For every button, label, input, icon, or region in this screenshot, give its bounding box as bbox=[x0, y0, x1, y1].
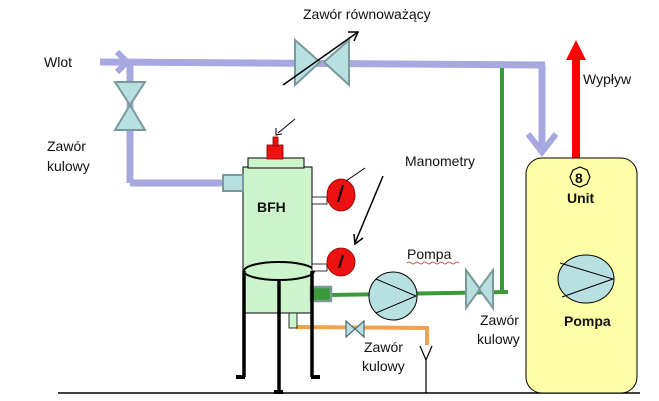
ball-valve-left-label-1: Zawór bbox=[47, 138, 86, 154]
unit-8 bbox=[525, 157, 638, 394]
tank-label: BFH bbox=[257, 199, 286, 215]
unit-label: Unit bbox=[567, 190, 595, 206]
ball-valve-bottom-label-2: kulowy bbox=[362, 358, 405, 374]
pressure-gauge-upper-icon bbox=[311, 167, 366, 212]
pump-icon bbox=[368, 271, 418, 321]
ball-valve-left-icon bbox=[113, 81, 147, 131]
ball-valve-right-label-1: Zawór bbox=[480, 312, 519, 328]
pressure-gauge-lower-icon bbox=[311, 247, 356, 277]
unit-pump-label: Pompa bbox=[564, 313, 611, 329]
supply-pipe bbox=[99, 49, 559, 187]
bfh-tank bbox=[222, 118, 333, 394]
manometer-pointer-arrow bbox=[353, 175, 384, 246]
manometers-label: Manometry bbox=[405, 153, 475, 169]
ball-valve-bottom-icon bbox=[345, 319, 365, 339]
outflow-arrow bbox=[566, 40, 586, 160]
spellcheck-underline bbox=[406, 261, 460, 265]
unit-number-label: 8 bbox=[575, 170, 583, 186]
outflow-label: Wypływ bbox=[583, 71, 632, 87]
balancing-valve-icon bbox=[282, 31, 360, 88]
inlet-label: Wlot bbox=[44, 54, 72, 70]
drain-funnel-icon bbox=[419, 345, 433, 393]
ball-valve-right-icon bbox=[465, 266, 494, 312]
ball-valve-left-label-2: kulowy bbox=[47, 158, 90, 174]
ball-valve-bottom-label-1: Zawór bbox=[364, 339, 403, 355]
ball-valve-right-label-2: kulowy bbox=[477, 331, 520, 347]
balancing-valve-label: Zawór równoważący bbox=[303, 6, 431, 22]
pump-label: Pompa bbox=[407, 246, 452, 262]
